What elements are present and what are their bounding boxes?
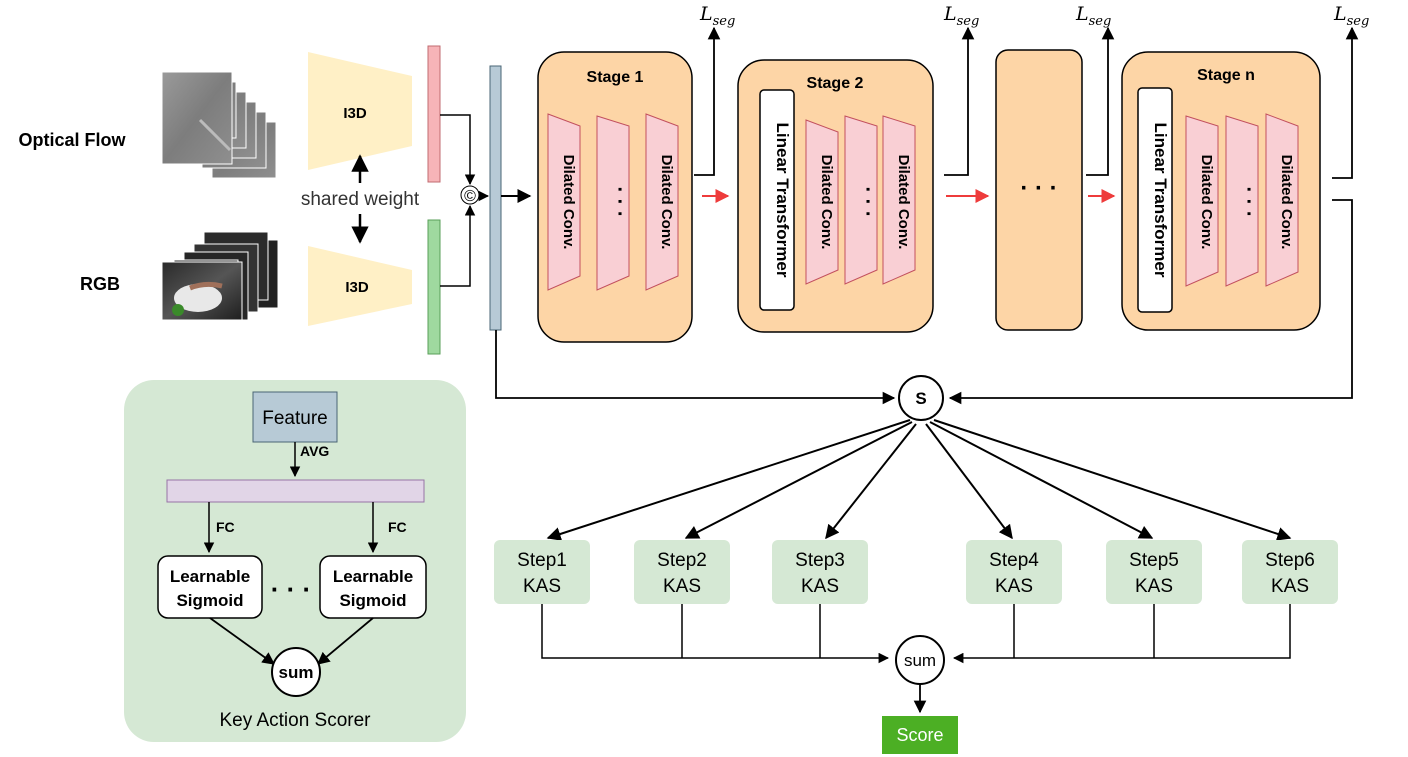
stage-2: Stage 2 Linear Transformer Dilated Conv.… <box>737 59 934 333</box>
stage-1: Stage 1 Dilated Conv. · · · Dilated Conv… <box>537 51 693 343</box>
s-node-label: S <box>915 389 926 408</box>
rgb-label: RGB <box>80 274 120 294</box>
scorer-feature-box <box>252 391 338 443</box>
i3d-top-label: I3D <box>343 105 367 122</box>
stage-2-title: Stage 2 <box>807 75 864 92</box>
stage1-dilated-conv-n <box>645 113 679 291</box>
stage-1-title: Stage 1 <box>587 69 644 86</box>
scorer-avg-label: AVG <box>300 443 329 459</box>
stage2-ellipsis: · · · <box>856 186 878 217</box>
step-box-6: Step6 KAS <box>1242 540 1338 604</box>
stage-ellipsis-loss-label: Lseg <box>1075 3 1111 29</box>
flow-to-concat-arrow <box>440 114 476 186</box>
i3d-top-block <box>308 52 412 170</box>
rgb-feature-bar <box>427 219 441 355</box>
stage-ellipsis-dots: · · · <box>1020 175 1057 202</box>
stage2-dilated-conv-1 <box>805 119 839 285</box>
rgb-to-concat-arrow <box>440 204 476 287</box>
stage1-dilated-conv-middle <box>596 115 630 291</box>
step2-label: Step2 <box>657 550 707 571</box>
scorer-feature-label: Feature <box>262 408 327 429</box>
scorer-pooled-bar <box>166 479 425 503</box>
scorer-fc-right-label: FC <box>388 519 407 535</box>
stage-ellipsis: · · · <box>995 49 1083 331</box>
stage2-linear-transformer <box>759 89 795 311</box>
scorer-caption: Key Action Scorer <box>219 710 371 731</box>
optical-flow-label: Optical Flow <box>18 130 126 150</box>
stage2-dilated-conv-n-label: Dilated Conv. <box>895 155 912 250</box>
stagen-ellipsis: · · · <box>1237 186 1259 217</box>
stage2-dilated-conv-1-label: Dilated Conv. <box>818 155 835 250</box>
stagen-dilated-conv-n-label: Dilated Conv. <box>1278 155 1295 250</box>
stage1-ellipsis: · · · <box>608 186 630 217</box>
stage2-linear-transformer-label: Linear Transformer <box>773 123 792 278</box>
score-label: Score <box>896 725 943 745</box>
step4-label: Step4 <box>989 550 1039 571</box>
scorer-sum-label: sum <box>279 663 314 682</box>
stage-ellipsis-loss-arrow <box>1086 26 1115 176</box>
step-box-3: Step3 KAS <box>772 540 868 604</box>
sigmoid-right-to-sum-arrow <box>317 617 374 665</box>
combined-feature-bar <box>489 65 502 331</box>
steps-to-sum-lines <box>541 604 1291 664</box>
step-box-1: Step1 KAS <box>494 540 590 604</box>
learnable-sigmoid-right-line2: Sigmoid <box>339 591 406 610</box>
step1-kas: KAS <box>523 576 561 597</box>
stagen-dilated-conv-1 <box>1185 115 1219 287</box>
rgb-frames <box>161 231 279 321</box>
stagen-to-s-arrow <box>948 199 1353 405</box>
sigmoid-left-to-sum-arrow <box>209 617 276 665</box>
stagen-dilated-conv-middle <box>1225 115 1259 287</box>
stage1-dilated-conv-1-label: Dilated Conv. <box>560 155 577 250</box>
step-box-4: Step4 KAS <box>966 540 1062 604</box>
stagen-loss-label: Lseg <box>1333 3 1369 29</box>
stage2-loss-arrow <box>944 26 975 176</box>
step-box-5: Step5 KAS <box>1106 540 1202 604</box>
stage-n-title: Stage n <box>1197 67 1255 84</box>
scorer-sum-node <box>271 647 321 697</box>
learnable-sigmoid-left-line1: Learnable <box>170 567 250 586</box>
feature-to-s-arrow <box>495 330 896 405</box>
step5-kas: KAS <box>1135 576 1173 597</box>
key-action-scorer-panel: Feature AVG FC FC Learnable Sigmoid · · … <box>124 380 466 742</box>
learnable-sigmoid-left-line2: Sigmoid <box>176 591 243 610</box>
s-node <box>898 375 944 421</box>
stage2-dilated-conv-middle <box>844 115 878 285</box>
step6-kas: KAS <box>1271 576 1309 597</box>
step3-kas: KAS <box>801 576 839 597</box>
concat-symbol: © <box>464 188 476 205</box>
step6-label: Step6 <box>1265 550 1315 571</box>
stagen-linear-transformer <box>1137 87 1173 313</box>
flow-feature-bar <box>427 45 441 183</box>
optical-flow-frames <box>161 71 277 179</box>
stage-n: Stage n Linear Transformer Dilated Conv.… <box>1121 51 1321 331</box>
s-to-steps-arrows <box>546 419 1292 541</box>
stage2-loss-label: Lseg <box>943 3 979 29</box>
i3d-bottom-block <box>308 246 412 326</box>
stagen-linear-transformer-label: Linear Transformer <box>1151 123 1170 278</box>
step4-kas: KAS <box>995 576 1033 597</box>
scorer-fc-left-label: FC <box>216 519 235 535</box>
step1-label: Step1 <box>517 550 567 571</box>
stage1-loss-arrow <box>694 26 721 176</box>
stage2-dilated-conv-n <box>882 115 916 285</box>
stage1-dilated-conv-1 <box>547 113 581 291</box>
stagen-loss-arrow <box>1332 26 1359 179</box>
stage1-loss-label: Lseg <box>699 3 735 29</box>
step-box-2: Step2 KAS <box>634 540 730 604</box>
score-box <box>882 716 958 754</box>
sum-node-label: sum <box>904 651 936 670</box>
stagen-dilated-conv-n <box>1265 113 1299 287</box>
i3d-bottom-label: I3D <box>345 279 369 296</box>
scorer-ellipsis: · · · <box>271 574 311 604</box>
stage1-dilated-conv-n-label: Dilated Conv. <box>658 155 675 250</box>
shared-weight-label: shared weight <box>301 189 420 210</box>
learnable-sigmoid-right-line1: Learnable <box>333 567 413 586</box>
step2-kas: KAS <box>663 576 701 597</box>
step5-label: Step5 <box>1129 550 1179 571</box>
stagen-dilated-conv-1-label: Dilated Conv. <box>1198 155 1215 250</box>
step3-label: Step3 <box>795 550 845 571</box>
